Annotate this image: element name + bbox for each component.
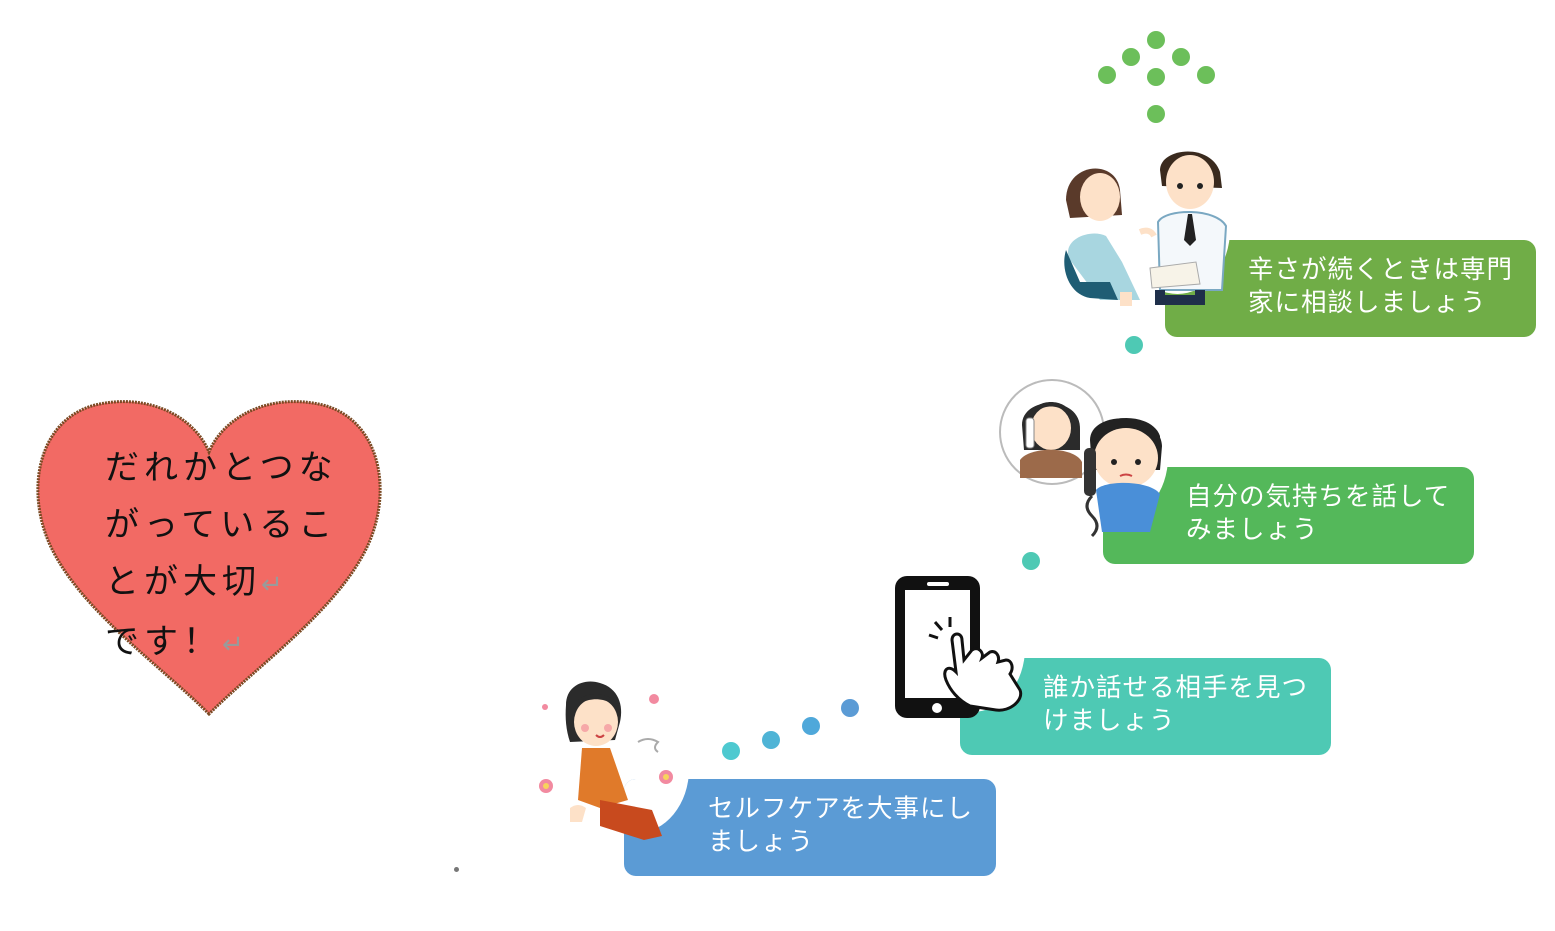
heart-line-3: とが大切 (105, 562, 261, 602)
step-consult-professional: 辛さが続くときは専門家に相談しましょう (1165, 240, 1536, 337)
step-self-care-label: セルフケアを大事にしましょう (708, 794, 974, 857)
heart-line-2: がっているこ (105, 505, 338, 545)
step-consult-professional-label: 辛さが続くときは専門家に相談しましょう (1248, 255, 1514, 318)
step-talk-feelings: 自分の気持ちを話してみましょう (1103, 467, 1474, 564)
dot (802, 717, 820, 735)
return-mark: ↵ (222, 630, 244, 660)
heart-message: だれかとつな がっているこ とが大切↵ です！↵ (105, 440, 355, 674)
step-talk-feelings-label: 自分の気持ちを話してみましょう (1186, 482, 1451, 545)
heart-line-1: だれかとつな (105, 448, 338, 488)
step-self-care: セルフケアを大事にしましょう (624, 779, 996, 876)
dot (1022, 552, 1040, 570)
dot (762, 731, 780, 749)
heart-shape (36, 400, 382, 717)
stray-dot (454, 867, 459, 872)
dot (1125, 336, 1143, 354)
dot (841, 699, 859, 717)
dot (722, 742, 740, 760)
return-mark: ↵ (261, 570, 283, 600)
heart-line-4: です！ (105, 622, 222, 662)
step-find-someone-label: 誰か話せる相手を見つけましょう (1043, 673, 1309, 736)
step-find-someone: 誰か話せる相手を見つけましょう (960, 658, 1331, 755)
